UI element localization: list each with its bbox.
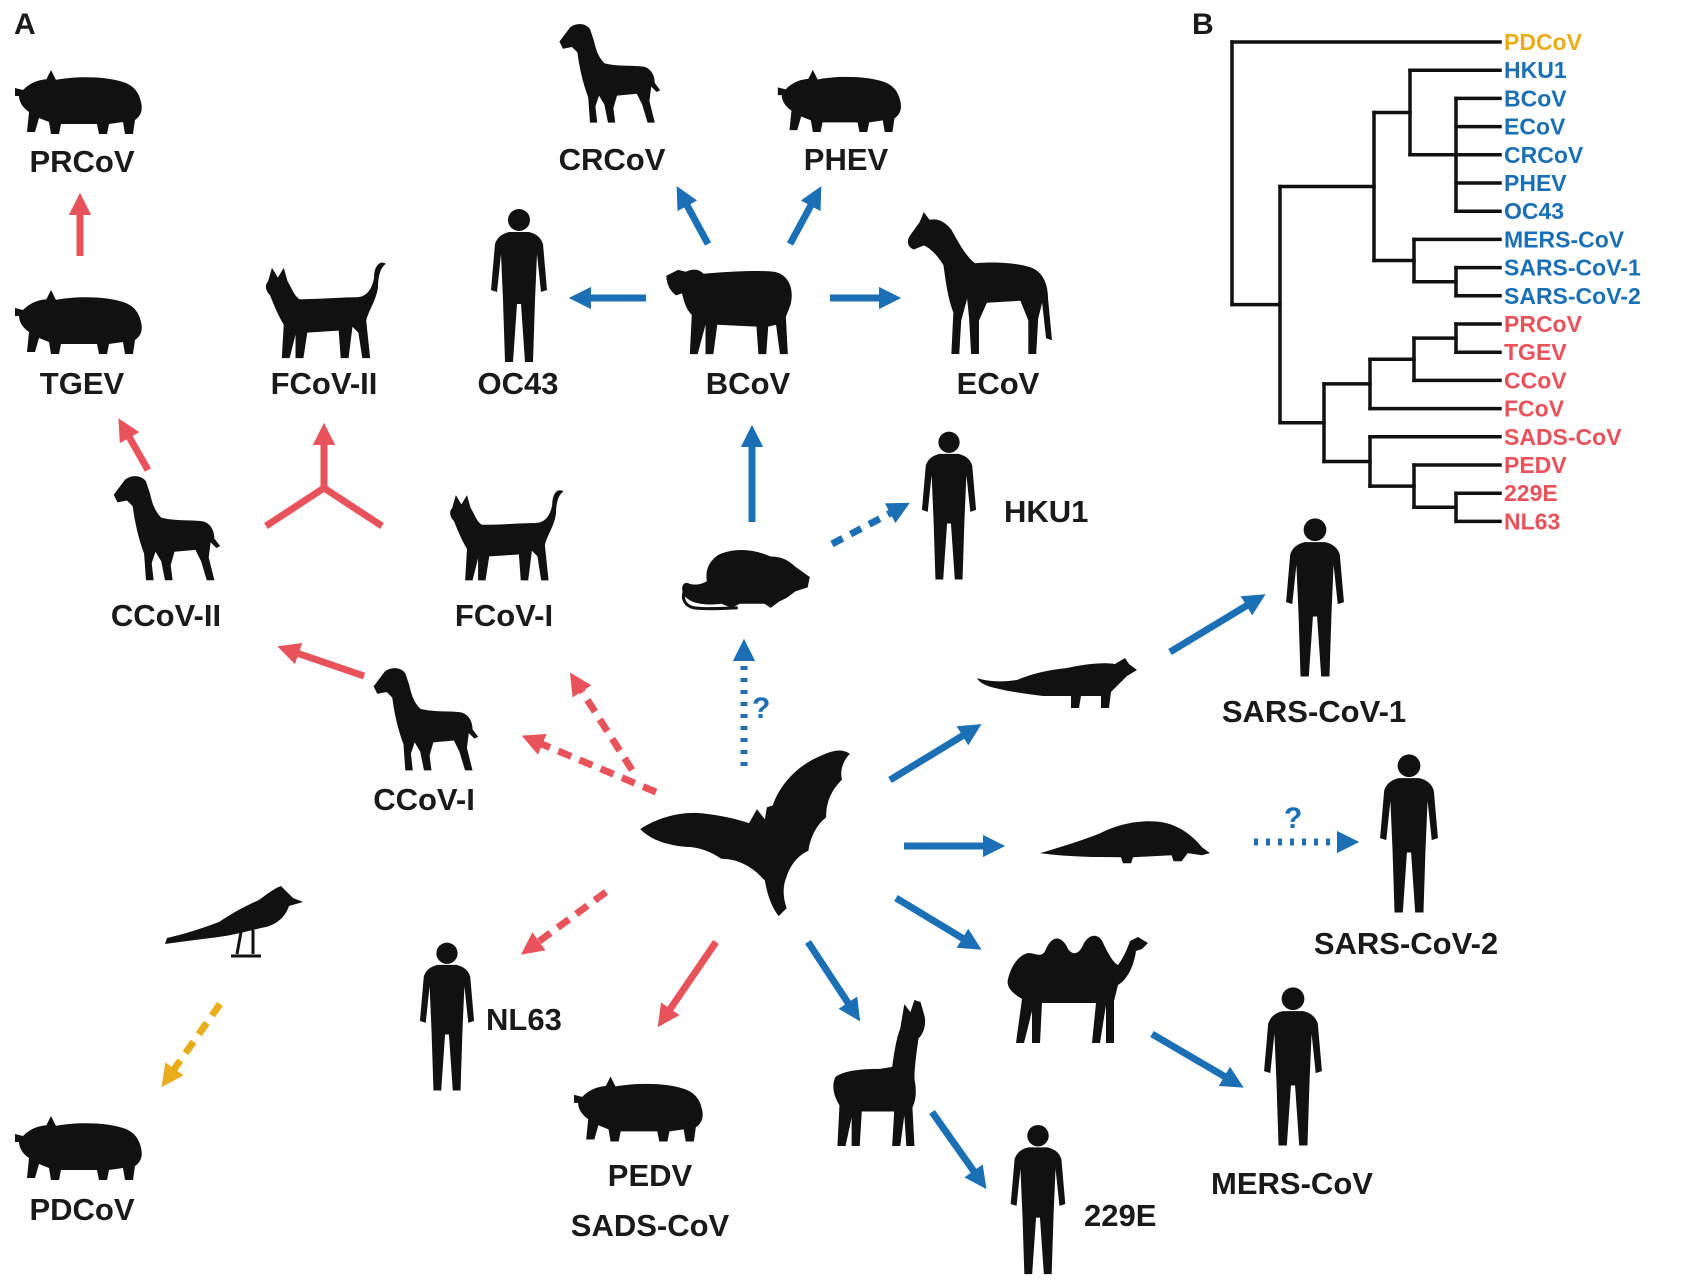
arrow-bat-to-camel (894, 895, 982, 950)
tree-leaf-label: SADS-CoV (1504, 424, 1622, 450)
human-hku1-icon (921, 431, 977, 580)
bat-icon (640, 750, 850, 917)
human-sars2-icon (1380, 754, 1438, 913)
panel-b-label: B (1192, 8, 1214, 41)
label-ecov: ECoV (957, 366, 1040, 401)
arrow-cow-to-pig (786, 186, 822, 246)
label-mers: MERS-CoV (1211, 1166, 1373, 1201)
cat-fcov1-icon (450, 490, 564, 581)
pig-prcov-icon (15, 70, 142, 134)
arrow-bat-to-nl63-dashed (520, 889, 609, 955)
arrow-bat-to-civet (888, 724, 982, 783)
arrow-bird-to-pdcov-dashed (161, 1001, 223, 1088)
tree-leaf-label: CRCoV (1504, 142, 1584, 168)
tree-leaf-label: CCoV (1504, 367, 1567, 393)
tree-branches (1230, 40, 1502, 524)
human-oc43-icon (491, 209, 547, 362)
human-nl63-icon (419, 942, 475, 1091)
arrow-fcov-recombination (264, 434, 384, 529)
tree-leaf-label: NL63 (1504, 508, 1560, 534)
pig-pdcov-icon (15, 1116, 142, 1180)
arrow-camel-to-mers (1150, 1030, 1244, 1088)
arrow-bat-to-cat-dashed (569, 672, 635, 772)
arrow-ccov2-to-tgev (118, 418, 152, 472)
label-hku1: HKU1 (1004, 494, 1088, 529)
arrow-bat-to-pig (657, 940, 719, 1028)
tree-leaf-label: SARS-CoV-1 (1504, 255, 1641, 281)
dog-ccov2-icon (113, 476, 221, 581)
arrow-bat-to-dog-dashed (521, 734, 658, 796)
rat-icon (680, 548, 812, 611)
arrow-llama-to-229e (929, 1109, 987, 1190)
label-sads: SADS-CoV (571, 1208, 730, 1243)
label-sars2: SARS-CoV-2 (1314, 926, 1498, 961)
tree-leaf-label: PHEV (1504, 170, 1567, 196)
label-phev: PHEV (804, 142, 889, 177)
arrow-ccov1-to-ccov2 (277, 643, 366, 680)
tree-leaf-label: TGEV (1504, 339, 1567, 365)
human-mers-icon (1264, 987, 1322, 1146)
horse-ecov-icon (907, 211, 1052, 355)
label-ccov1: CCoV-I (373, 782, 475, 817)
tree-leaf-label: BCoV (1504, 85, 1567, 111)
cow-bcov-icon (666, 269, 792, 355)
label-fcov2: FCoV-II (271, 366, 378, 401)
label-sars1: SARS-CoV-1 (1222, 694, 1406, 729)
arrow-civet-to-sars1 (1168, 594, 1266, 655)
arrow-rat-to-hku1-dashed (830, 502, 910, 548)
label-ccov2: CCoV-II (111, 598, 221, 633)
label-bcov: BCoV (706, 366, 791, 401)
llama-icon (833, 1000, 926, 1146)
human-sars1-icon (1286, 518, 1344, 677)
tree-leaf-label: PRCoV (1504, 311, 1583, 337)
label-fcov1: FCoV-I (455, 598, 553, 633)
label-nl63: NL63 (486, 1002, 562, 1037)
tree-leaf-label: 229E (1504, 480, 1558, 506)
pig-pedv-icon (574, 1076, 703, 1142)
label-229e: 229E (1084, 1198, 1156, 1233)
tree-leaf-label: FCoV (1504, 396, 1565, 422)
label-crcov: CRCoV (559, 142, 666, 177)
arrow-cow-to-dog (676, 186, 712, 246)
dog-crcov-icon (559, 23, 661, 123)
dog-ccov1-icon (373, 668, 479, 771)
tree-leaf-label: ECoV (1504, 114, 1566, 140)
question-mark-pangolin: ? (1284, 802, 1302, 835)
label-pedv: PEDV (608, 1158, 693, 1193)
tree-leaf-label: SARS-CoV-2 (1504, 283, 1641, 309)
pig-tgev-icon (15, 290, 142, 354)
label-pdcov: PDCoV (29, 1192, 134, 1227)
tree-leaf-label: MERS-CoV (1504, 226, 1625, 252)
bird-icon (164, 884, 305, 958)
arrow-bat-to-llama (805, 940, 861, 1022)
civet-icon (977, 658, 1137, 708)
tree-leaf-label: PEDV (1504, 452, 1567, 478)
panel-a-label: A (14, 8, 36, 41)
tree-leaf-label: PDCoV (1504, 29, 1583, 55)
pangolin-icon (1040, 821, 1210, 864)
label-tgev: TGEV (40, 366, 125, 401)
camel-icon (1007, 935, 1148, 1043)
pig-phev-icon (777, 69, 901, 133)
label-prcov: PRCoV (29, 144, 134, 179)
label-oc43: OC43 (478, 366, 559, 401)
human-229e-icon (1010, 1124, 1066, 1275)
question-mark-rat: ? (752, 692, 770, 725)
tree-leaf-label: OC43 (1504, 198, 1564, 224)
tree-leaf-label: HKU1 (1504, 57, 1567, 83)
cat-fcov2-icon (265, 262, 386, 359)
